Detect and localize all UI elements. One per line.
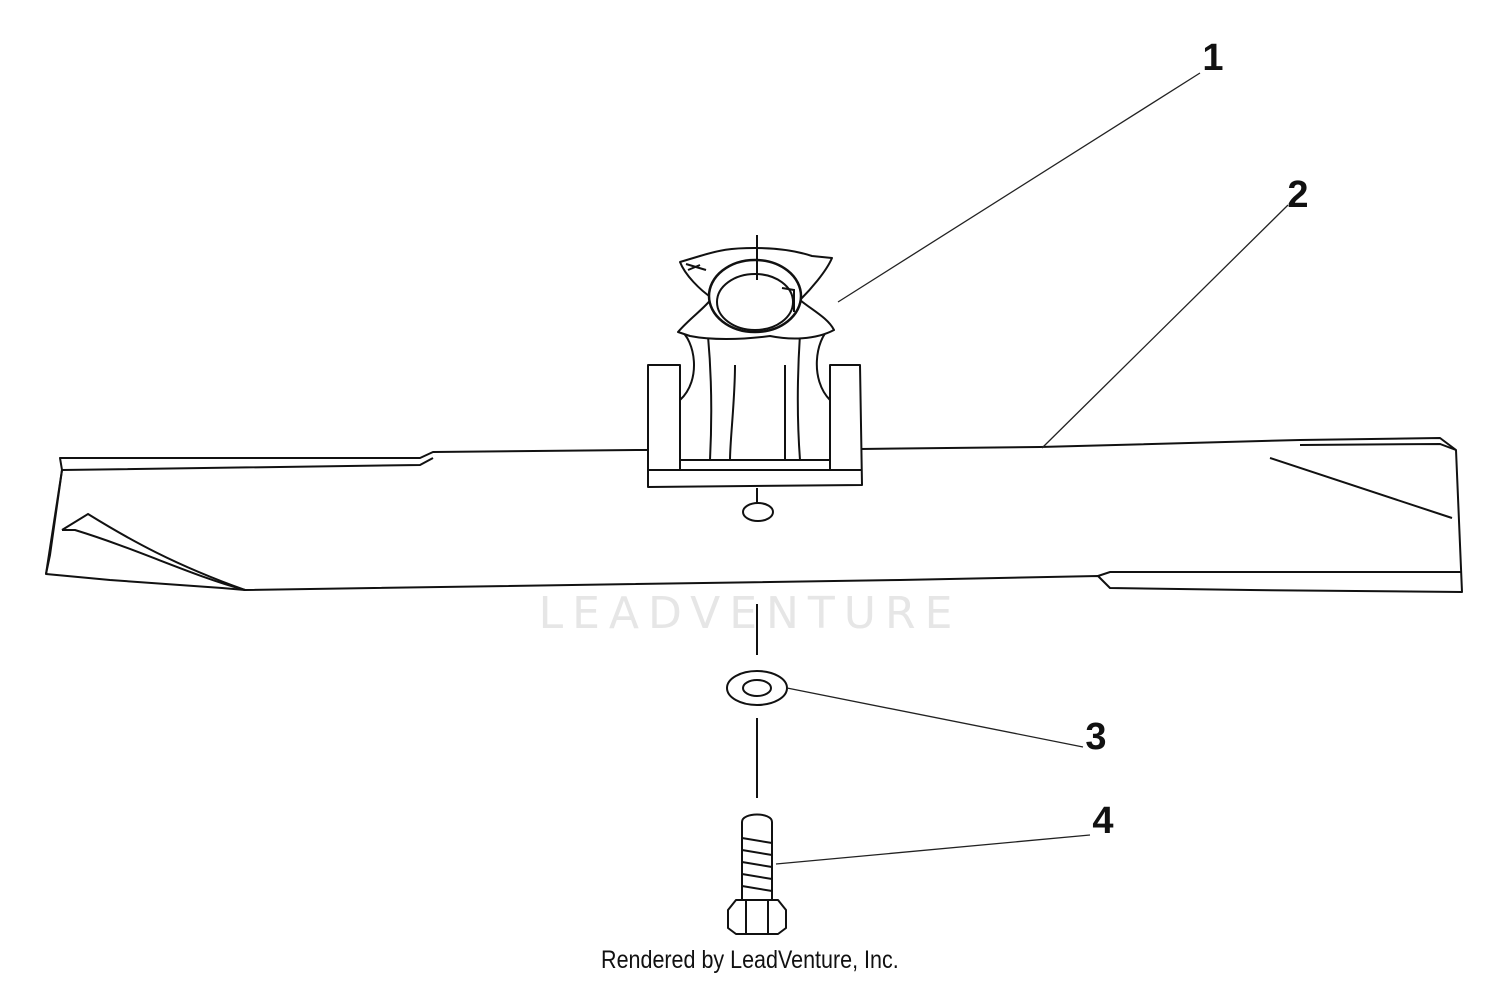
- leader-line-4: [775, 834, 1091, 865]
- callout-4: 4: [1092, 800, 1113, 842]
- footer-credit: Rendered by LeadVenture, Inc.: [601, 946, 899, 974]
- blade-bolt: [727, 813, 787, 935]
- blade-adapter: [647, 235, 863, 488]
- watermark-text: LEADVENTURE: [539, 588, 962, 639]
- leader-line-2: [1041, 204, 1289, 449]
- washer: [726, 670, 788, 706]
- callout-3: 3: [1085, 716, 1106, 758]
- leader-lines: [775, 72, 1289, 865]
- callout-2: 2: [1287, 174, 1308, 216]
- leader-line-1: [837, 72, 1201, 303]
- leader-line-3: [786, 687, 1084, 748]
- callout-1: 1: [1202, 37, 1223, 79]
- center-hole: [742, 488, 774, 522]
